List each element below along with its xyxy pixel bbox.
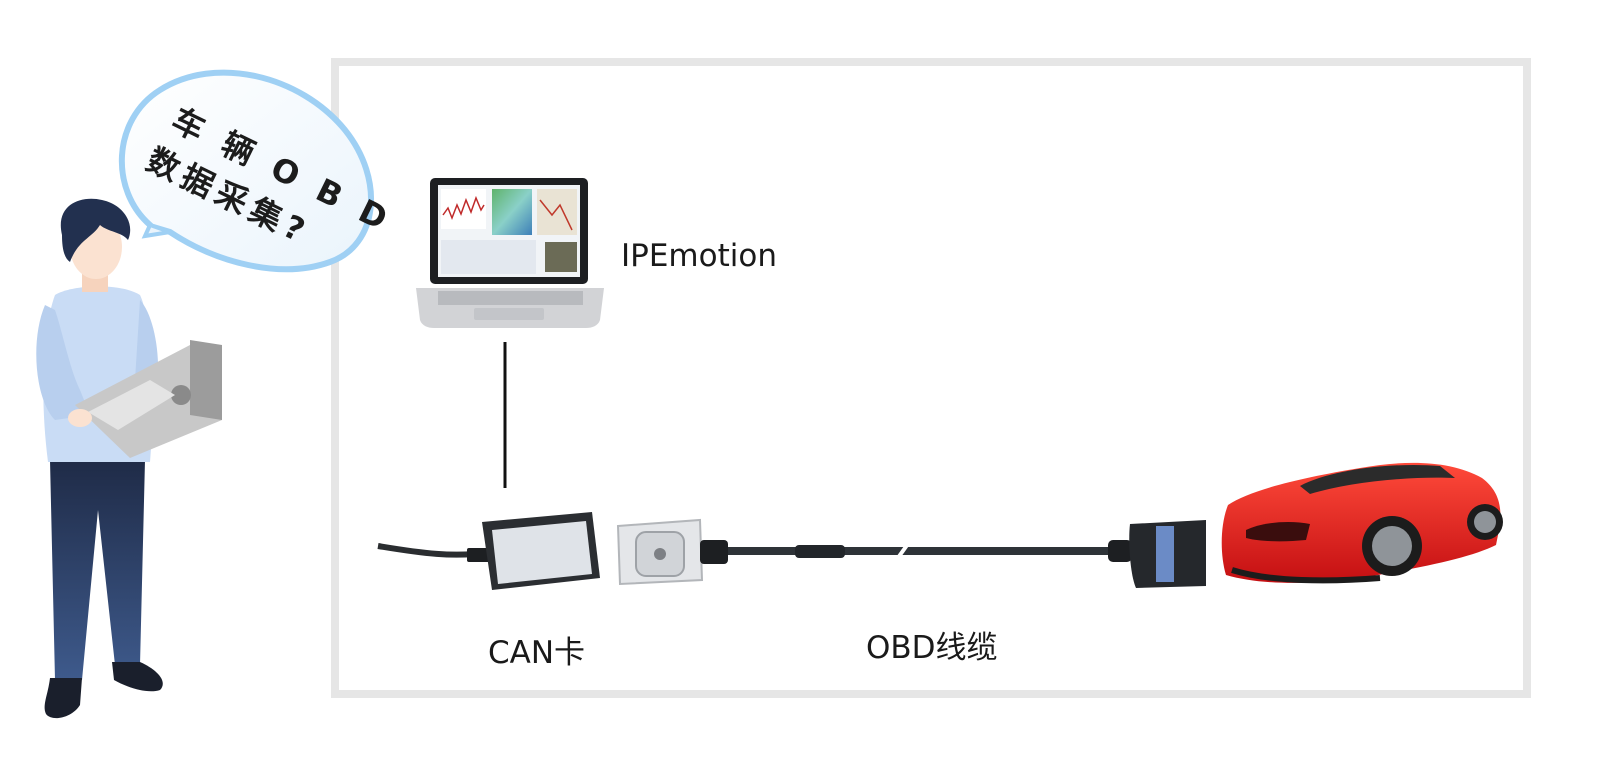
diagram-frame: [331, 58, 1531, 698]
obd-connector-illustration: [1108, 520, 1206, 588]
can-card-label: CAN卡: [488, 635, 586, 671]
speech-bubble: [119, 69, 374, 273]
ipemotion-label: IPEmotion: [621, 238, 777, 274]
db9-connector-illustration: [616, 518, 728, 586]
obd-cable-label: OBD线缆: [866, 630, 998, 666]
obd-cable-illustration: [728, 539, 1130, 564]
can-card-illustration: [377, 512, 600, 590]
person-illustration: [36, 198, 222, 719]
laptop-illustration: [416, 178, 604, 328]
car-illustration: [1221, 462, 1503, 584]
